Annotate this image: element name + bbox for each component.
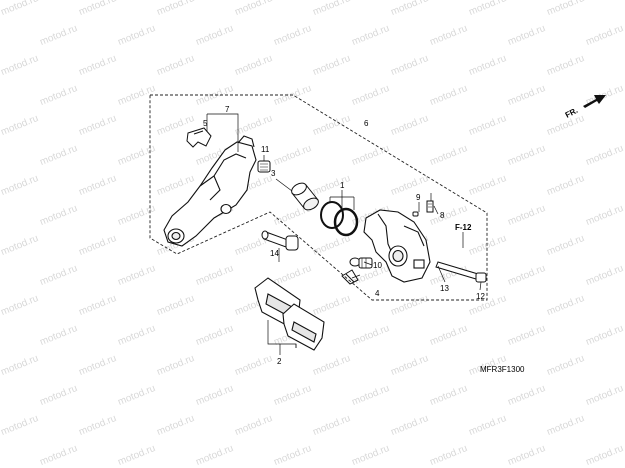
pad-retainer-clip xyxy=(341,269,359,285)
piston-seals xyxy=(320,201,359,237)
callout-4: 4 xyxy=(375,289,380,298)
slide-pin-boot xyxy=(349,257,373,269)
callout-numbers: 1 2 3 4 5 6 7 8 9 10 11 12 13 14 xyxy=(203,105,485,366)
callout-8: 8 xyxy=(440,211,445,220)
callout-9: 9 xyxy=(416,193,421,202)
callout-14: 14 xyxy=(270,249,279,258)
diagram-code: MFR3F1300 xyxy=(480,365,525,374)
callout-12: 12 xyxy=(476,292,485,301)
caliper-piston xyxy=(291,182,319,211)
brake-pads xyxy=(254,277,325,351)
callout-10: 10 xyxy=(373,261,382,270)
pin-plug xyxy=(475,272,487,283)
callout-11: 11 xyxy=(261,145,270,154)
reference-label: F-12 xyxy=(455,223,472,232)
slide-pin xyxy=(261,230,299,251)
pad-spring-clip xyxy=(186,127,212,148)
callout-2: 2 xyxy=(277,357,282,366)
callout-7: 7 xyxy=(225,105,230,114)
callout-5: 5 xyxy=(203,119,208,128)
bracket-nut xyxy=(257,160,271,173)
direction-indicator: FR. xyxy=(564,95,606,120)
caliper-body xyxy=(363,209,431,283)
caliper-bracket xyxy=(163,135,257,247)
front-arrow-icon xyxy=(583,95,606,108)
callout-3: 3 xyxy=(271,169,276,178)
callout-13: 13 xyxy=(440,284,449,293)
bleeder-screw xyxy=(412,200,434,217)
callout-1: 1 xyxy=(340,181,345,190)
direction-label: FR. xyxy=(564,106,580,120)
leader-lines xyxy=(206,113,482,355)
assembly-group-outline xyxy=(149,94,488,301)
callout-6: 6 xyxy=(364,119,369,128)
